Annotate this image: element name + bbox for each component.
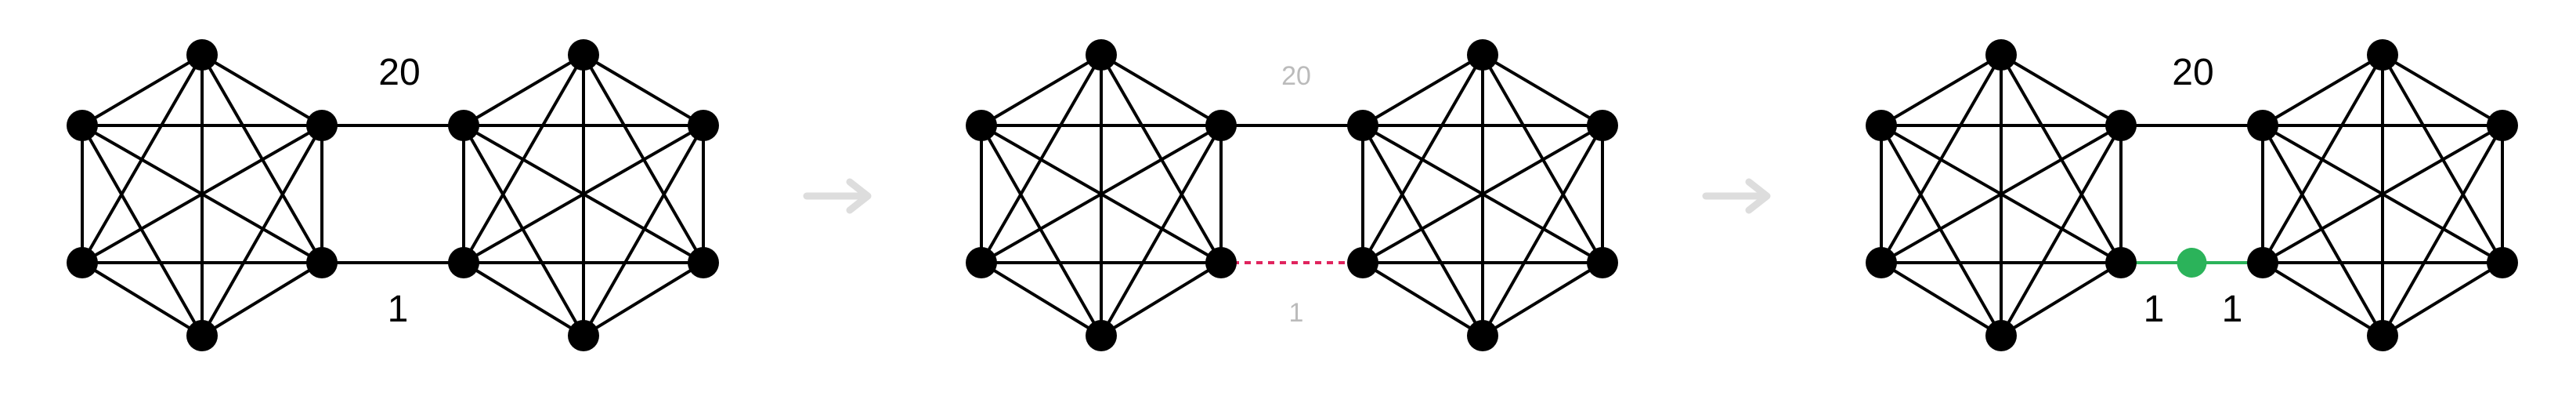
clique-edge xyxy=(2000,53,2123,127)
clique-edge xyxy=(2261,53,2384,127)
clique-edge xyxy=(463,124,704,264)
graph-node xyxy=(67,247,98,278)
clique-edge xyxy=(2381,125,2504,336)
graph-node xyxy=(186,320,218,351)
graph-node xyxy=(1587,247,1618,278)
graph-node xyxy=(1985,39,2017,71)
graph-node xyxy=(1086,39,1117,71)
graph-node xyxy=(2367,320,2398,351)
clique-edge xyxy=(582,261,705,337)
graph-node xyxy=(1086,320,1117,351)
clique-edge xyxy=(981,124,1222,264)
clique-edge xyxy=(1881,124,2122,264)
clique-edge xyxy=(1481,261,1604,337)
graph-node xyxy=(2487,110,2518,141)
graph-node xyxy=(306,247,338,278)
nodes-layer xyxy=(67,39,2518,351)
clique-edge xyxy=(1481,125,1604,336)
graph-node xyxy=(448,110,479,141)
clique-edge xyxy=(1481,53,1604,127)
graph-node xyxy=(2247,110,2278,141)
graph-node xyxy=(1347,110,1378,141)
graph-node xyxy=(448,247,479,278)
clique-edge xyxy=(1100,53,1223,127)
clique-edge xyxy=(1880,125,2003,336)
graph-node xyxy=(1985,320,2017,351)
clique-edge xyxy=(462,261,585,337)
graph-node xyxy=(568,39,599,71)
graph-node xyxy=(688,110,719,141)
clique-edge xyxy=(81,53,204,127)
graph-node xyxy=(1347,247,1378,278)
clique-edge xyxy=(582,53,705,127)
clique-edge xyxy=(1361,53,1484,127)
clique-edge xyxy=(1100,125,1223,336)
clique-edge xyxy=(2381,261,2504,337)
clique-edge xyxy=(1880,261,2003,337)
clique-edge xyxy=(2262,124,2503,264)
graph-node xyxy=(1205,110,1237,141)
graph-node xyxy=(2247,247,2278,278)
panel3-weight-bottom-left: 1 xyxy=(2144,289,2165,330)
graph-node xyxy=(67,110,98,141)
clique-edge xyxy=(980,125,1103,336)
panel2-weight-bottom: 1 xyxy=(1289,298,1304,328)
panel1-weight-bottom: 1 xyxy=(388,289,409,330)
clique-edge xyxy=(462,53,585,127)
clique-edge xyxy=(2000,125,2123,336)
graph-node xyxy=(1205,247,1237,278)
clique-edge xyxy=(1361,125,1484,336)
clique-edge xyxy=(582,125,705,336)
clique-edge xyxy=(980,261,1103,337)
right-arrow-icon xyxy=(803,178,872,214)
clique-edge xyxy=(1880,53,2003,127)
graph-node xyxy=(568,320,599,351)
graph-node xyxy=(2487,247,2518,278)
panel3-weight-bottom-right: 1 xyxy=(2222,289,2243,330)
clique-edge xyxy=(2381,53,2504,127)
clique-edge xyxy=(201,125,323,336)
inserted-node xyxy=(2177,248,2207,278)
edges-layer xyxy=(81,53,2504,337)
graph-node xyxy=(966,110,997,141)
graph-node xyxy=(2105,110,2137,141)
graph-node xyxy=(688,247,719,278)
graph-node xyxy=(1467,320,1498,351)
graph-node xyxy=(2367,39,2398,71)
connector-layer xyxy=(322,124,2263,264)
clique-edge xyxy=(201,261,323,337)
clique-edge xyxy=(1362,124,1603,264)
clique-edge xyxy=(81,261,204,337)
clique-edge xyxy=(2261,125,2384,336)
clique-edge xyxy=(201,53,323,127)
graph-node xyxy=(186,39,218,71)
clique-edge xyxy=(1100,261,1223,337)
clique-edge xyxy=(81,125,204,336)
graph-node xyxy=(1467,39,1498,71)
graph-node xyxy=(2105,247,2137,278)
graph-node xyxy=(1587,110,1618,141)
clique-edge xyxy=(980,53,1103,127)
graph-node xyxy=(306,110,338,141)
clique-edge xyxy=(1361,261,1484,337)
clique-edge xyxy=(2261,261,2384,337)
right-arrow-icon xyxy=(1702,178,1771,214)
panel3-weight-top: 20 xyxy=(2172,52,2213,93)
clique-edge xyxy=(2000,261,2123,337)
clique-edge xyxy=(81,124,323,264)
graph-node xyxy=(1866,110,1897,141)
panel2-weight-top: 20 xyxy=(1281,61,1311,91)
graph-node xyxy=(966,247,997,278)
panel1-weight-top: 20 xyxy=(378,52,420,93)
clique-edge xyxy=(462,125,585,336)
graph-node xyxy=(1866,247,1897,278)
